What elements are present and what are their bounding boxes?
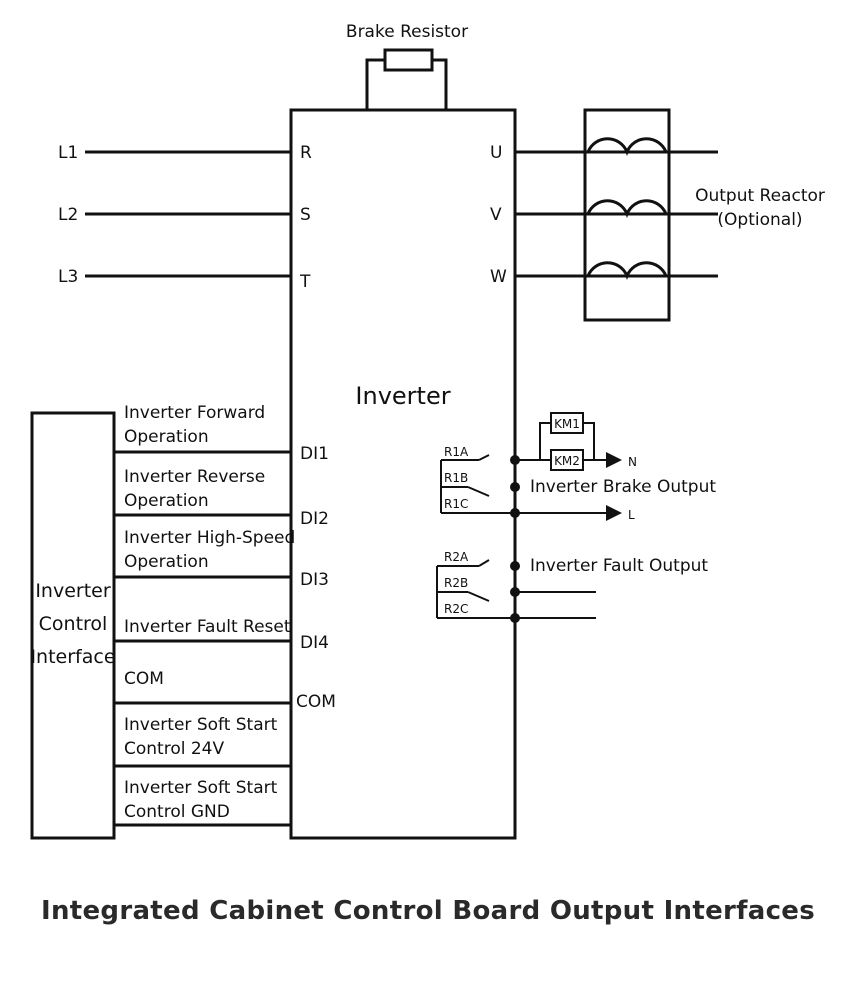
output-reactor-optional: (Optional)	[717, 210, 802, 230]
signal-7-line1: Inverter Soft Start	[124, 778, 278, 798]
signal-6-line1: Inverter Soft Start	[124, 715, 278, 735]
relay-r1c: R1C	[444, 497, 468, 511]
terminal-di2: DI2	[300, 509, 329, 529]
l-arrow	[606, 505, 622, 521]
brake-resistor-label: Brake Resistor	[346, 22, 468, 42]
signal-2-line2: Operation	[124, 491, 209, 511]
output-l: L	[628, 508, 635, 522]
terminal-com: COM	[296, 692, 336, 712]
output-lines: U V W	[490, 143, 718, 287]
signal-4-line1: Inverter Fault Reset	[124, 617, 291, 637]
diagram-caption: Integrated Cabinet Control Board Output …	[41, 896, 815, 926]
relay-r1b: R1B	[444, 471, 468, 485]
signal-6-line2: Control 24V	[124, 739, 224, 759]
km2-label: KM2	[554, 454, 580, 468]
terminal-v: V	[490, 205, 502, 225]
n-arrow	[606, 452, 622, 468]
brake-output-label: Inverter Brake Output	[530, 477, 716, 497]
inverter-box	[289, 108, 517, 840]
km1-label: KM1	[554, 417, 580, 431]
terminal-t: T	[299, 272, 311, 292]
input-l3: L3	[58, 267, 78, 287]
signal-1-line2: Operation	[124, 427, 209, 447]
terminal-di3: DI3	[300, 570, 329, 590]
relay-1: R1A R1B R1C KM1 KM2 N L Inverter Brake O…	[440, 412, 716, 522]
fault-output-label: Inverter Fault Output	[530, 556, 708, 576]
output-reactor: Output Reactor (Optional)	[583, 108, 825, 322]
km1-box	[550, 412, 584, 434]
resistor-symbol	[383, 48, 434, 72]
control-interface: Inverter Control Interface	[30, 411, 116, 840]
relay-r2b: R2B	[444, 576, 468, 590]
relay-2: R2A R2B R2C Inverter Fault Output	[436, 550, 708, 623]
signal-1-line1: Inverter Forward	[124, 403, 265, 423]
terminal-r: R	[300, 143, 312, 163]
output-reactor-label: Output Reactor	[695, 186, 825, 206]
control-interface-line1: Inverter	[35, 580, 111, 602]
signal-5-line1: COM	[124, 669, 164, 689]
signal-3-line2: Operation	[124, 552, 209, 572]
output-n: N	[628, 455, 637, 469]
signal-2-line1: Inverter Reverse	[124, 467, 265, 487]
terminal-w: W	[490, 267, 507, 287]
inverter-label: Inverter	[355, 382, 450, 410]
signal-7-line2: Control GND	[124, 802, 230, 822]
input-l2: L2	[58, 205, 78, 225]
signal-lines: Inverter Forward Operation Inverter Reve…	[114, 403, 336, 827]
terminal-s: S	[300, 205, 311, 225]
terminal-u: U	[490, 143, 502, 163]
control-interface-line2: Control	[39, 613, 108, 635]
km2-box	[550, 449, 584, 471]
terminal-di1: DI1	[300, 444, 329, 464]
terminal-di4: DI4	[300, 633, 329, 653]
signal-3-line1: Inverter High-Speed	[124, 528, 295, 548]
input-lines: L1 L2 L3 R S T	[58, 143, 312, 292]
input-l1: L1	[58, 143, 78, 163]
control-interface-line3: Interface	[30, 646, 115, 668]
relay-r2c: R2C	[444, 602, 468, 616]
relay-r2a: R2A	[444, 550, 469, 564]
relay-r1a: R1A	[444, 445, 469, 459]
